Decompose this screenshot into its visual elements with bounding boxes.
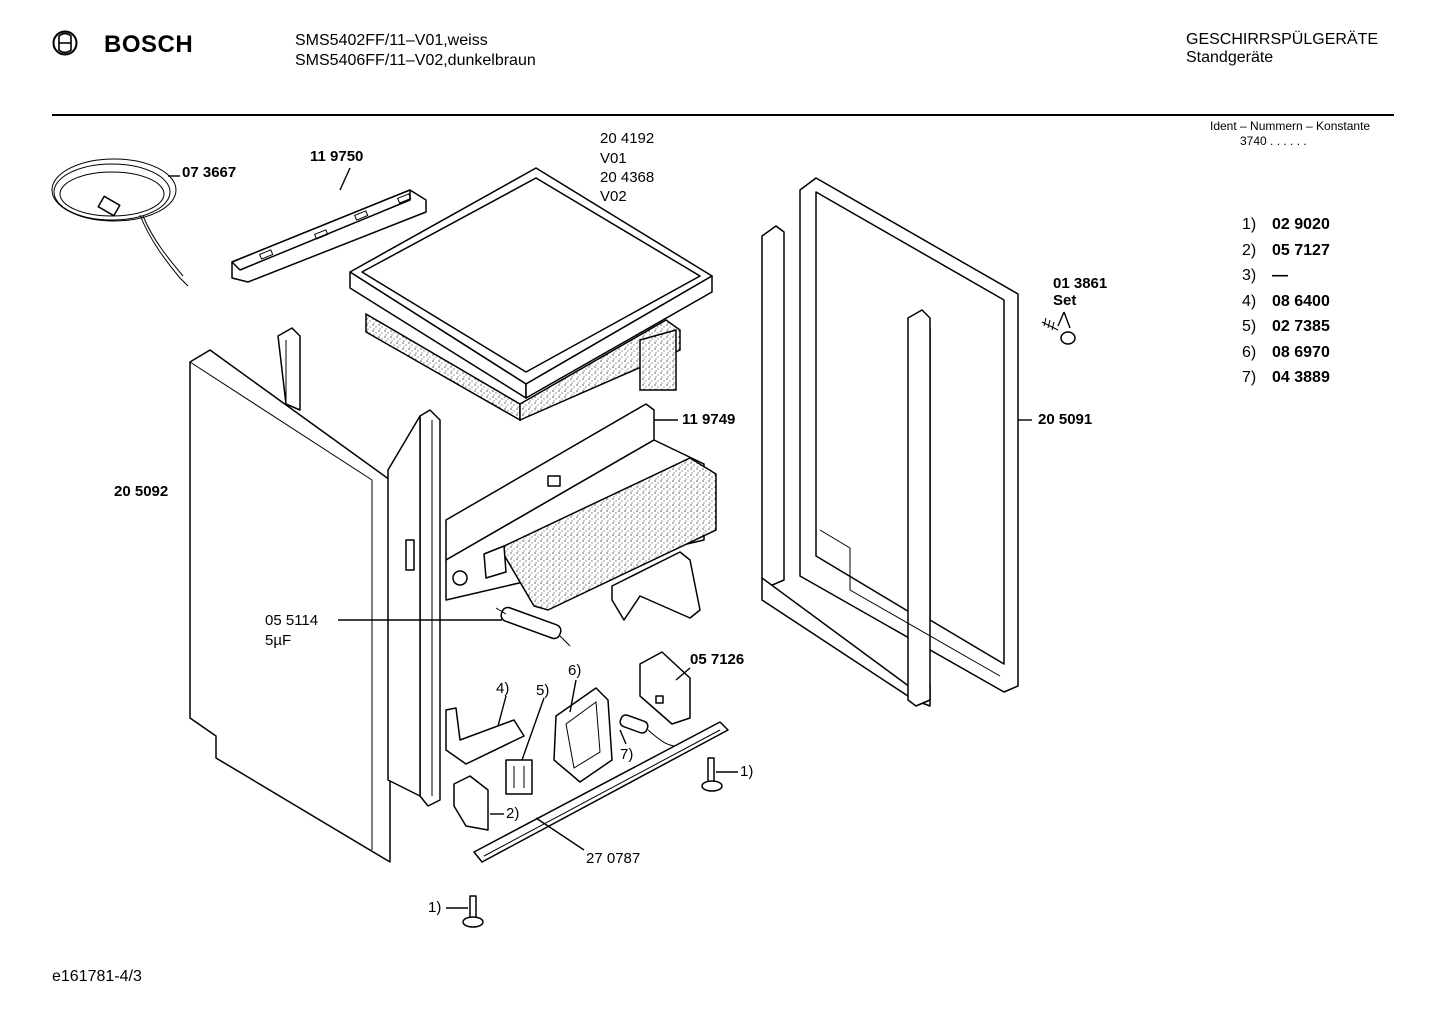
front-frame — [445, 403, 717, 621]
part-6-housing — [553, 687, 613, 783]
label-capacitor: 05 5114 — [265, 612, 319, 629]
right-side-panel — [761, 177, 1019, 707]
screw-set — [1041, 317, 1076, 345]
key-row: 7)04 3889 — [1242, 369, 1330, 386]
label-capacitor-value: 5µF — [265, 632, 292, 649]
key-row: 6)08 6970 — [1242, 343, 1330, 361]
part-2-hinge — [453, 775, 489, 831]
model-line-1: SMS5402FF/11–V01,weiss — [295, 32, 488, 49]
bosch-logo — [52, 30, 78, 61]
callout-6: 6) — [568, 662, 582, 679]
leader-line — [339, 167, 351, 191]
leader-line — [1057, 311, 1065, 327]
part-5-connector — [505, 759, 533, 795]
key-row: 3)— — [1242, 267, 1288, 284]
adjustable-foot-right — [701, 757, 723, 792]
label-base-rail: 27 0787 — [586, 850, 641, 867]
callout-1-bottom: 1) — [428, 899, 442, 916]
label-top-id-2: 20 4368 — [600, 169, 655, 186]
label-right-panel: 20 5091 — [1038, 411, 1093, 428]
key-row: 1)02 9020 — [1242, 216, 1330, 233]
bracket — [639, 651, 691, 725]
adjustable-foot-bottom — [462, 895, 484, 928]
label-top-var-2: V02 — [600, 188, 627, 205]
base-rail — [473, 721, 729, 863]
drawing-code: e161781-4/3 — [52, 968, 142, 985]
worktop-lid — [349, 167, 713, 422]
callout-1-right: 1) — [740, 763, 754, 780]
left-side-panel — [189, 327, 391, 863]
model-line-2: SMS5406FF/11–V02,dunkelbraun — [295, 52, 536, 69]
leader-line — [619, 729, 627, 745]
category-subtitle: Standgeräte — [1186, 49, 1274, 66]
power-cord — [51, 158, 189, 287]
part-key-list: 1)02 9020 2)05 7127 3)— 4)08 6400 5)02 7… — [1242, 212, 1330, 391]
key-row: 4)08 6400 — [1242, 292, 1330, 310]
label-left-panel: 20 5092 — [114, 483, 169, 500]
leader-line — [497, 695, 507, 727]
callout-4: 4) — [496, 680, 510, 697]
brand-name: BOSCH — [104, 31, 194, 58]
header-rule — [52, 114, 1394, 116]
key-row: 5)02 7385 — [1242, 318, 1330, 335]
callout-2: 2) — [506, 805, 520, 822]
category-title: GESCHIRRSPÜLGERÄTE — [1186, 31, 1379, 48]
ident-value: 3740 . . . . . . — [1240, 134, 1307, 148]
label-bracket: 05 7126 — [690, 651, 745, 668]
label-set: Set — [1053, 292, 1077, 309]
callout-5: 5) — [536, 682, 550, 699]
leader-line — [535, 817, 585, 851]
bosch-armature-icon — [52, 30, 78, 56]
ident-label: Ident – Nummern – Konstante — [1210, 119, 1371, 133]
part-4-bracket — [445, 707, 525, 765]
leader-line — [675, 667, 691, 681]
callout-7: 7) — [620, 746, 634, 763]
label-top-id-1: 20 4192 — [600, 130, 655, 147]
leader-line — [569, 679, 577, 713]
label-screw-set: 01 3861 — [1053, 275, 1108, 292]
top-rail — [231, 189, 427, 283]
label-cord: 07 3667 — [182, 164, 237, 181]
label-front-frame: 11 9749 — [682, 411, 736, 428]
leader-line — [521, 697, 545, 761]
front-frame-strip — [387, 409, 441, 807]
key-row: 2)05 7127 — [1242, 241, 1330, 259]
label-top-rail: 11 9750 — [310, 148, 364, 165]
label-top-var-1: V01 — [600, 150, 627, 167]
leader-line — [1063, 311, 1071, 329]
capacitor — [495, 606, 571, 647]
